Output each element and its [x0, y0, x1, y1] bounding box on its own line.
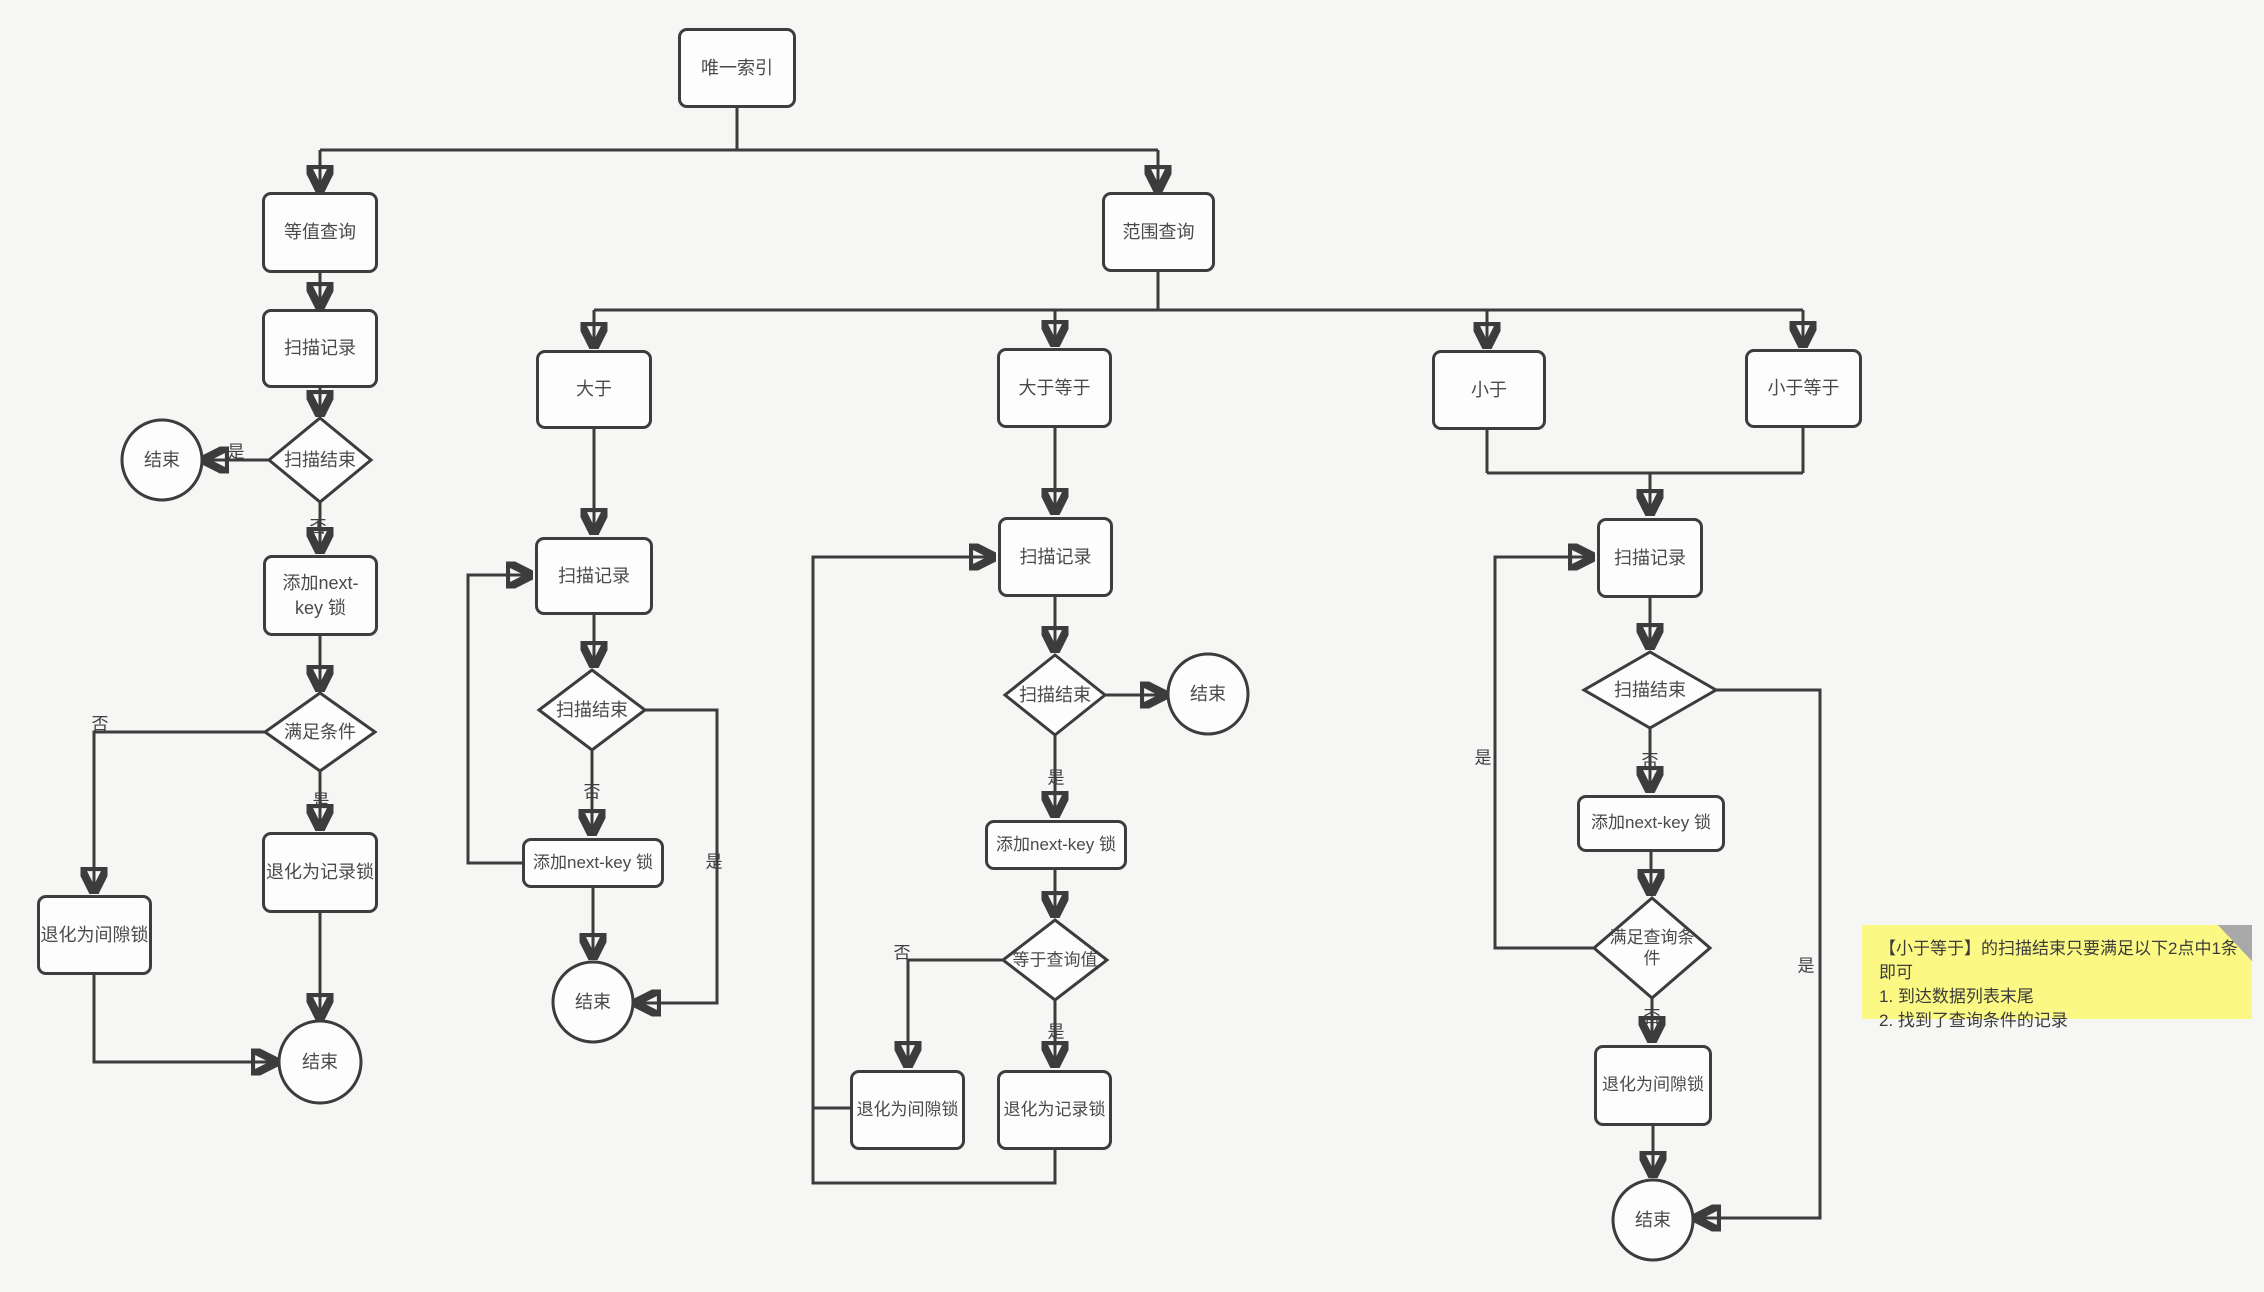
label-gte-end: 结束: [1190, 683, 1226, 704]
label-eq-scan-end: 扫描结束: [284, 449, 356, 470]
label-eq-end-bottom: 结束: [302, 1051, 338, 1072]
node-greater-than: 大于: [536, 350, 652, 429]
label-gt-end: 结束: [575, 991, 611, 1012]
edge-gt-scanend-yes-end: [638, 708, 719, 1003]
diamond-gte-scan-end: [1002, 653, 1108, 737]
edge-label-yes-gt-scanend: 是: [705, 852, 723, 872]
node-lt-scan-records: 扫描记录: [1597, 518, 1703, 598]
node-eq-record-lock: 退化为记录锁: [262, 832, 378, 913]
diamond-eq-scan-end: [266, 416, 374, 504]
node-unique-index: 唯一索引: [678, 28, 796, 108]
label-lt-end: 结束: [1635, 1209, 1671, 1230]
node-lt-add-next-key-lock: 添加next-key 锁: [1577, 795, 1725, 852]
circle-eq-end-top: [120, 418, 204, 502]
diamond-lt-condition: [1591, 896, 1713, 1000]
diamond-eq-condition: [262, 691, 378, 773]
node-lt-gap-lock: 退化为间隙锁: [1594, 1045, 1712, 1126]
node-less-or-equal: 小于等于: [1745, 349, 1862, 428]
edge-gte-eqval-no-gaplock: [908, 958, 1003, 1064]
label-gt-scan-end: 扫描结束: [556, 699, 628, 720]
circle-gte-end: [1166, 652, 1250, 736]
diamond-gte-equals-value: [1000, 918, 1110, 1002]
diamond-lt-scan-end: [1580, 650, 1720, 730]
edge-label-yes-lt-loop: 是: [1474, 748, 1492, 768]
sticky-note: 【小于等于】的扫描结束只要满足以下2点中1条即可 1. 到达数据列表末尾 2. …: [1862, 925, 2252, 1030]
edge-eq-gaplock-to-end: [92, 975, 274, 1062]
circle-eq-end-bottom: [277, 1019, 363, 1105]
label-eq-end-top: 结束: [144, 449, 180, 470]
node-gte-record-lock: 退化为记录锁: [997, 1070, 1112, 1150]
edge-label-no-eq-scanend: 否: [309, 517, 327, 537]
circle-gt-end: [551, 960, 635, 1044]
node-eq-scan-records: 扫描记录: [262, 309, 378, 388]
node-equality-query: 等值查询: [262, 192, 378, 273]
edge-gt-loop: [466, 575, 529, 865]
edge-lt-scanend-yes-end: [1698, 688, 1822, 1218]
edge-label-no-gte-eqval: 否: [893, 943, 911, 963]
edge-eq-cond-no-gaplock: [94, 730, 265, 890]
label-gte-equals-value: 等于查询值: [1012, 950, 1098, 970]
label-gte-scan-end: 扫描结束: [1019, 684, 1091, 705]
edge-label-yes-gte-scanend: 是: [1047, 768, 1065, 788]
node-gte-gap-lock: 退化为间隙锁: [850, 1070, 965, 1150]
diamond-gt-scan-end: [536, 668, 648, 752]
edge-gte-loop: [811, 557, 1057, 1185]
note-line-1: 【小于等于】的扫描结束只要满足以下2点中1条即可: [1879, 939, 2238, 983]
edge-label-yes-eq-scanend: 是: [227, 442, 245, 462]
edge-label-no-eq-condition: 否: [91, 714, 109, 734]
note-line-3: 2. 找到了查询条件的记录: [1879, 1011, 2068, 1031]
edge-label-yes-gte-eqval: 是: [1047, 1022, 1065, 1042]
node-eq-gap-lock: 退化为间隙锁: [37, 895, 152, 975]
node-gte-add-next-key-lock: 添加next-key 锁: [985, 820, 1127, 870]
edge-label-no-gt-scanend: 否: [583, 782, 601, 802]
edge-label-yes-lt-scanend: 是: [1797, 956, 1815, 976]
circle-lt-end: [1611, 1178, 1695, 1262]
edge-label-no-lt-condition: 否: [1643, 1007, 1661, 1027]
edge-label-no-lt-scanend: 否: [1641, 751, 1659, 771]
note-fold-icon: [2218, 925, 2252, 961]
node-range-query: 范围查询: [1102, 192, 1215, 272]
label-lt-condition: 满足查询条件: [1609, 927, 1695, 968]
node-gt-scan-records: 扫描记录: [535, 537, 653, 615]
node-greater-or-equal: 大于等于: [997, 348, 1112, 428]
edge-label-yes-eq-condition: 是: [312, 791, 330, 811]
node-gte-scan-records: 扫描记录: [998, 517, 1113, 597]
edge-lt-cond-yes-loop: [1493, 557, 1594, 950]
node-gt-add-next-key-lock: 添加next-key 锁: [522, 838, 664, 888]
node-eq-add-next-key-lock: 添加next-key 锁: [263, 555, 378, 636]
label-eq-condition: 满足条件: [284, 721, 356, 742]
label-lt-scan-end: 扫描结束: [1614, 679, 1686, 700]
note-line-2: 1. 到达数据列表末尾: [1879, 987, 2034, 1007]
node-less-than: 小于: [1432, 350, 1546, 430]
